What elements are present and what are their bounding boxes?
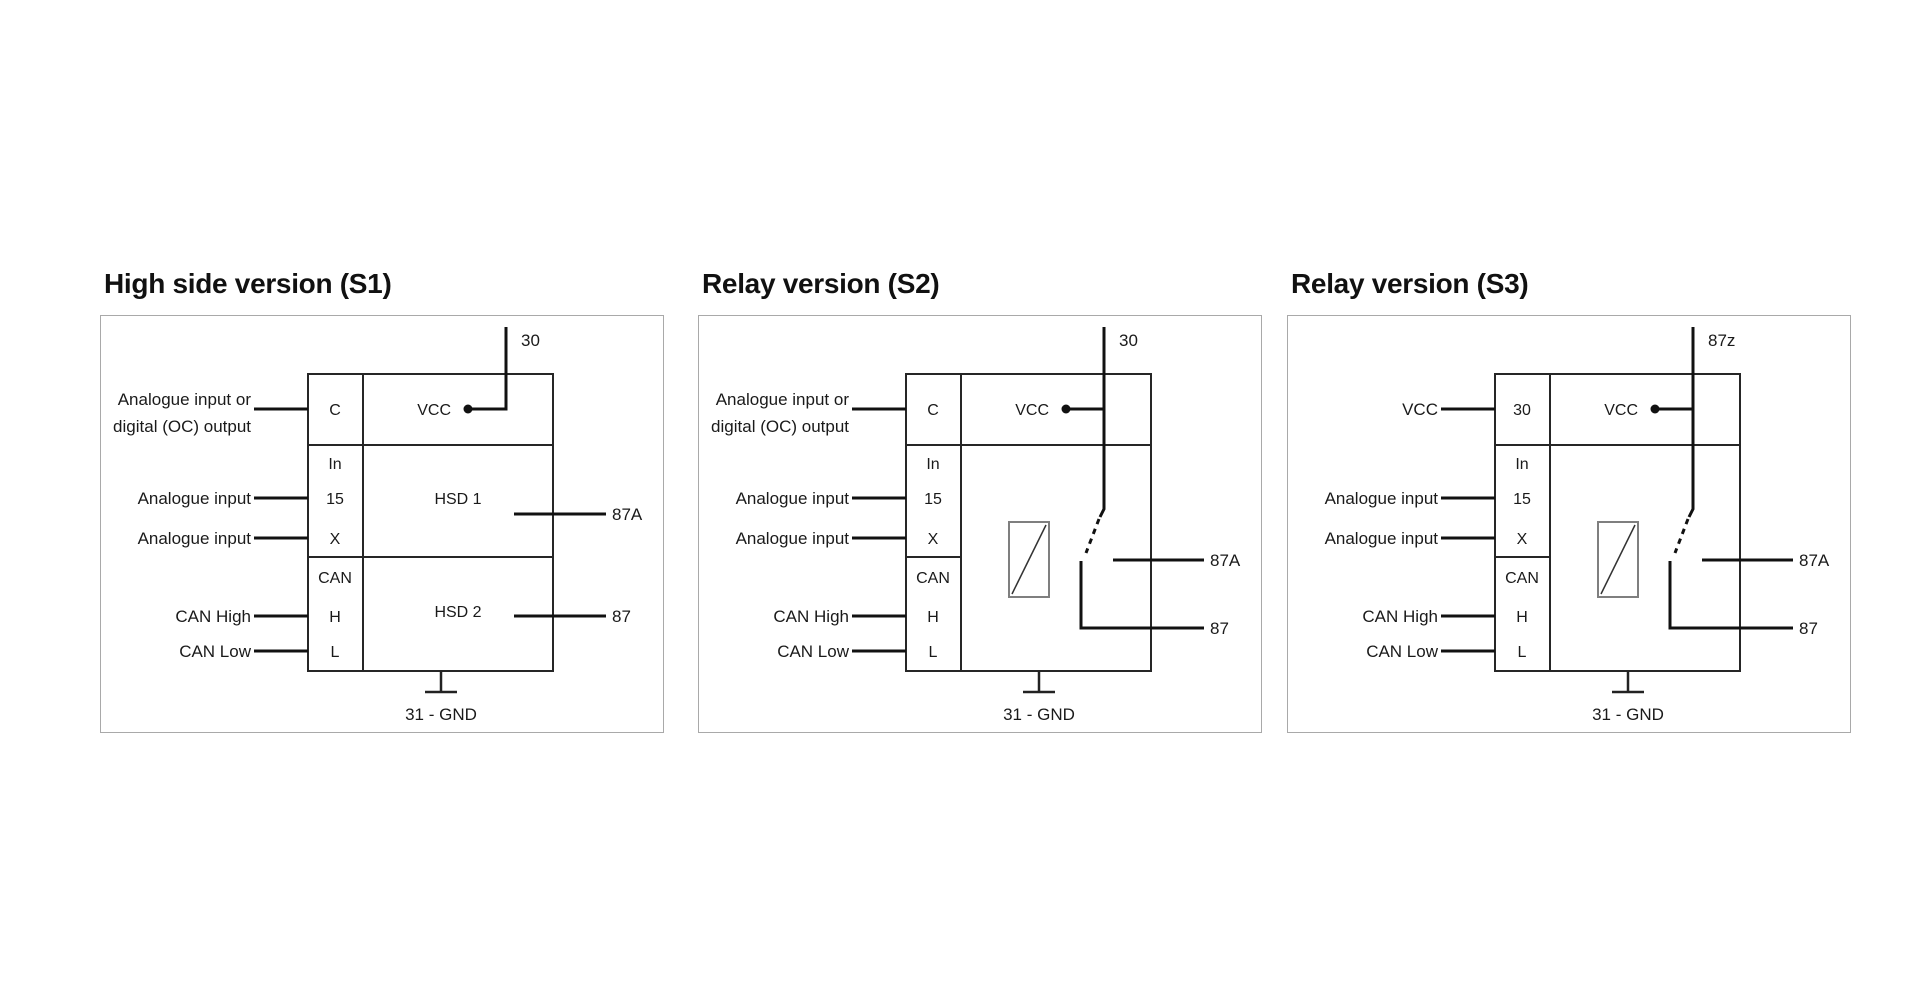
pin-label-15: 15 [326, 491, 344, 508]
left-label-row1-line2: digital (OC) output [113, 417, 251, 436]
pin-label-15: 15 [924, 491, 942, 508]
ground-label: 31 - GND [1592, 705, 1664, 724]
supply-label: 30 [1119, 331, 1138, 350]
pin-label-h: H [329, 609, 341, 626]
pin-label-h: H [927, 609, 939, 626]
cell-label-vcc: VCC [417, 402, 451, 419]
left-label-can-low: CAN Low [777, 642, 850, 661]
cell-label-hsd2: HSD 2 [434, 604, 481, 621]
left-label-row1-line1: Analogue input or [716, 390, 850, 409]
supply-label: 87z [1708, 331, 1735, 350]
left-label-x: Analogue input [736, 529, 850, 548]
left-label-x: Analogue input [138, 529, 252, 548]
left-label-can-high: CAN High [773, 607, 849, 626]
group-label-can: CAN [916, 570, 950, 587]
panel-title-s3: Relay version (S3) [1291, 268, 1529, 299]
left-label-can-high: CAN High [1362, 607, 1438, 626]
group-label-in: In [328, 456, 341, 473]
left-label-can-low: CAN Low [1366, 642, 1439, 661]
ground-label: 31 - GND [1003, 705, 1075, 724]
switch-arm-dashed [1673, 518, 1690, 554]
output-label-87: 87 [1799, 619, 1818, 638]
left-label-row1-line1: VCC [1402, 400, 1438, 419]
cell-label-vcc: VCC [1015, 402, 1049, 419]
output-label-87a: 87A [1210, 551, 1241, 570]
panel-title-s2: Relay version (S2) [702, 268, 940, 299]
left-label-row1-line2: digital (OC) output [711, 417, 849, 436]
device-box [905, 373, 1152, 672]
group-label-can: CAN [1505, 570, 1539, 587]
wiring-diagram-s2: 30 Analogue input or digital (OC) output… [711, 327, 1241, 724]
pin-label-x: X [330, 531, 341, 548]
left-label-15: Analogue input [138, 489, 252, 508]
pin-label-x: X [928, 531, 939, 548]
output-label-87: 87 [1210, 619, 1229, 638]
pin-label-h: H [1516, 609, 1528, 626]
left-label-x: Analogue input [1325, 529, 1439, 548]
cell-label-vcc: VCC [1604, 402, 1638, 419]
device-box [1494, 373, 1741, 672]
panel-s2: 30 Analogue input or digital (OC) output… [698, 315, 1262, 733]
left-label-row1-line1: Analogue input or [118, 390, 252, 409]
pin-label-row1: C [329, 402, 341, 419]
cell-label-hsd1: HSD 1 [434, 491, 481, 508]
supply-label: 30 [521, 331, 540, 350]
group-label-in: In [1515, 456, 1528, 473]
output-wire-87 [1079, 561, 1204, 630]
supply-wire [1098, 327, 1106, 518]
pin-label-row1: C [927, 402, 939, 419]
left-label-15: Analogue input [736, 489, 850, 508]
output-wire-87 [1668, 561, 1793, 630]
pin-label-l: L [331, 644, 340, 661]
output-label-87a: 87A [1799, 551, 1830, 570]
left-label-15: Analogue input [1325, 489, 1439, 508]
pin-label-15: 15 [1513, 491, 1531, 508]
pin-label-row1: 30 [1513, 402, 1531, 419]
group-label-in: In [926, 456, 939, 473]
supply-wire [468, 327, 508, 411]
switch-arm-dashed [1084, 518, 1101, 554]
supply-junction-dot [1061, 404, 1071, 414]
group-label-can: CAN [318, 570, 352, 587]
panel-s3: 87z VCC Analogue input Analogue input CA… [1287, 315, 1851, 733]
supply-junction-dot [1650, 404, 1660, 414]
left-label-can-high: CAN High [175, 607, 251, 626]
panel-s1: 30 Analogue input or digital (OC) output… [100, 315, 664, 733]
left-label-can-low: CAN Low [179, 642, 252, 661]
relay-coil-diagonal [1011, 524, 1047, 595]
panel-title-s1: High side version (S1) [104, 268, 392, 299]
device-box [307, 373, 554, 672]
pin-label-x: X [1517, 531, 1528, 548]
wiring-diagram-s3: 87z VCC Analogue input Analogue input CA… [1325, 327, 1830, 724]
supply-wire [1687, 327, 1695, 518]
wiring-diagram-s1: 30 Analogue input or digital (OC) output… [113, 327, 643, 724]
output-label-87: 87 [612, 607, 631, 626]
pin-label-l: L [929, 644, 938, 661]
pin-label-l: L [1518, 644, 1527, 661]
relay-coil-diagonal [1600, 524, 1636, 595]
output-label-87a: 87A [612, 505, 643, 524]
ground-label: 31 - GND [405, 705, 477, 724]
supply-junction-dot [463, 404, 473, 414]
